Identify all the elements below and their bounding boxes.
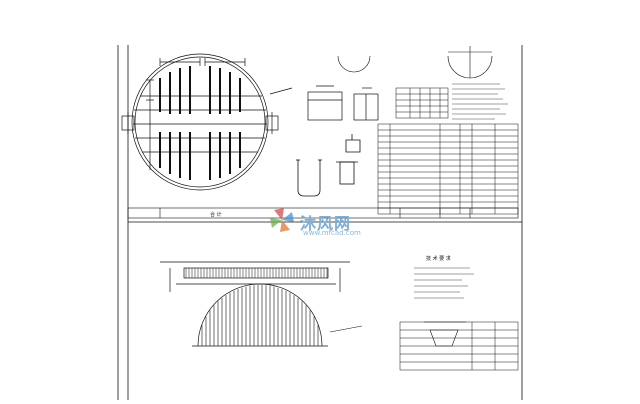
watermark-url: www.mfcad.com xyxy=(303,229,361,237)
lower-notes-header: 技 术 要 求 xyxy=(426,255,451,262)
upper-notes xyxy=(452,83,508,120)
sheet-borders xyxy=(117,45,523,400)
section-detail xyxy=(307,85,379,121)
title-row xyxy=(127,207,519,219)
lower-detail xyxy=(424,321,466,347)
small-plan-details xyxy=(337,46,493,79)
tray-plan-lower xyxy=(192,283,328,347)
lower-notes xyxy=(414,267,474,299)
tray-plan-upper xyxy=(121,53,293,191)
title-row-label: 合 计 xyxy=(210,211,222,218)
lower-parts-table xyxy=(399,321,519,371)
u-bolt-detail xyxy=(296,134,361,197)
parts-list-table xyxy=(377,123,519,215)
watermark-brand: 沐风网 xyxy=(300,214,352,233)
spec-table xyxy=(395,87,449,119)
elevation-hatch xyxy=(185,268,328,278)
lower-plan-bars xyxy=(201,285,319,346)
watermark-logo xyxy=(270,208,294,232)
